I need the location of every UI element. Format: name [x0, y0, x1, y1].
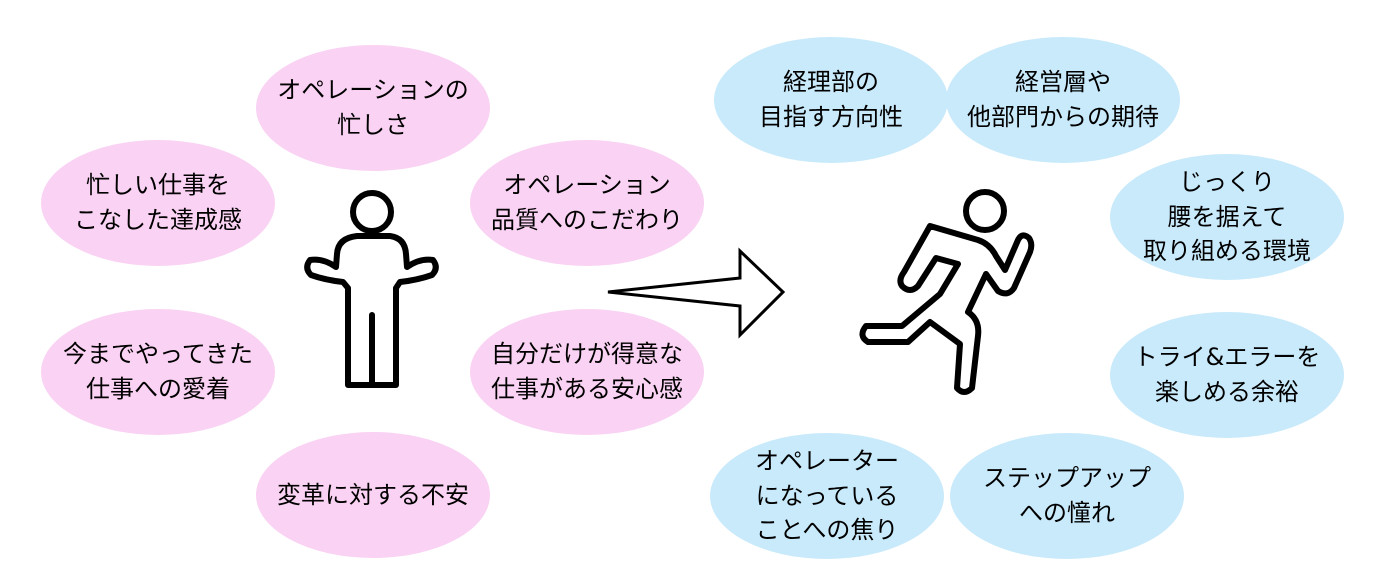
bubble-expectations-from-management: 経営層や 他部門からの期待 [946, 37, 1180, 163]
bubble-focused-environment: じっくり 腰を据えて 取り組める環境 [1110, 154, 1344, 280]
bubble-room-for-trial-and-error: トライ&エラーを 楽しめる余裕 [1110, 312, 1344, 438]
bubble-security-of-expertise: 自分だけが得意な 仕事がある安心感 [470, 309, 704, 435]
bubble-aspiration-step-up: ステップアップ への憧れ [950, 433, 1184, 559]
bubble-attachment-to-past-work: 今までやってきた 仕事への愛着 [41, 309, 275, 435]
bubble-impatience-being-operator: オペレーター になっている ことへの焦り [710, 433, 944, 559]
running-person-icon [859, 189, 1035, 395]
standing-person-shrugging-icon [304, 190, 439, 388]
bubble-busy-work-achievement: 忙しい仕事を こなした達成感 [41, 140, 275, 266]
bubble-operation-busyness: オペレーションの 忙しさ [256, 45, 490, 171]
bubble-operation-quality: オペレーション 品質へのこだわり [470, 140, 704, 266]
bubble-anxiety-about-change: 変革に対する不安 [256, 432, 490, 558]
right-arrow-icon [607, 247, 786, 339]
bubble-accounting-direction: 経理部の 目指す方向性 [714, 37, 948, 163]
